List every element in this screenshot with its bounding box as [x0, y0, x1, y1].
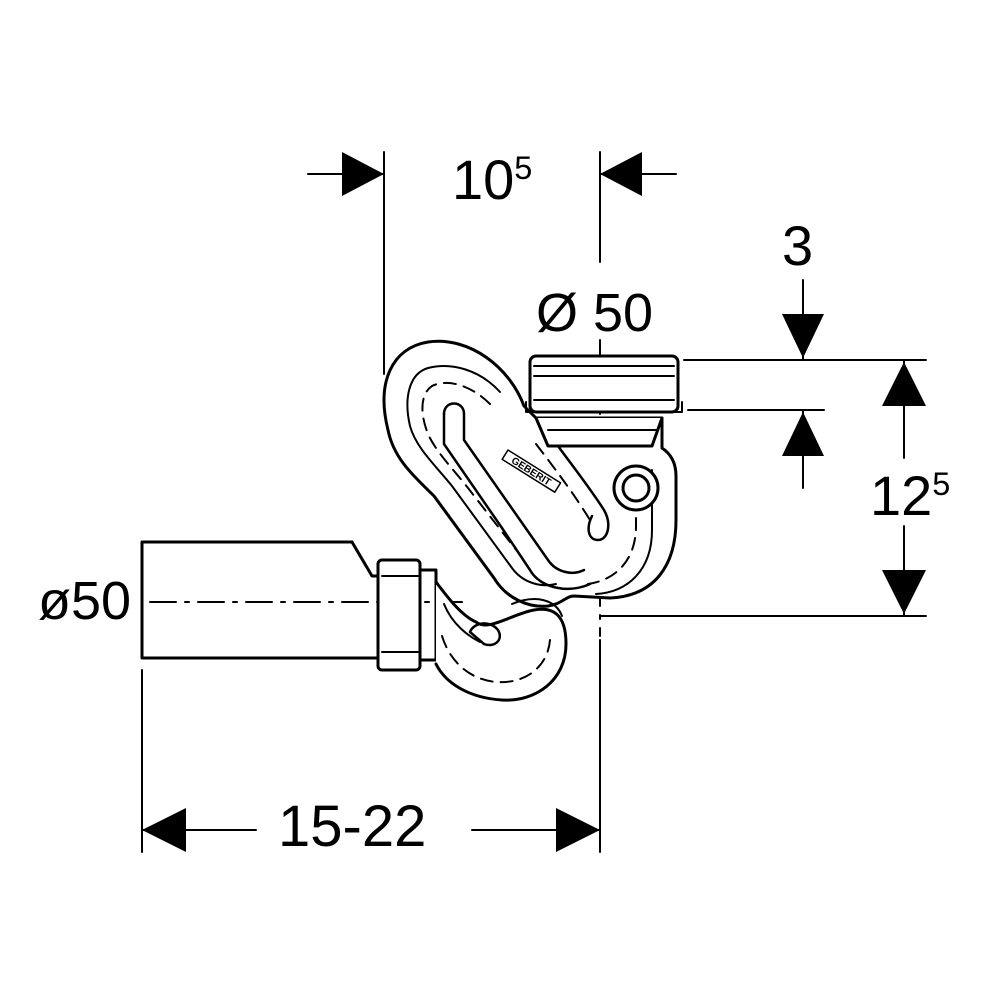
arrow-3-up — [782, 412, 824, 456]
right-height-sup: 5 — [932, 465, 951, 502]
extension-lines — [141, 151, 927, 853]
dimension-label-outlet-diameter: Ø 50 — [536, 283, 654, 343]
arrow-top-right — [600, 152, 642, 196]
inlet-pipe — [140, 540, 382, 660]
arrow-top-left — [342, 152, 384, 196]
top-width-base: 10 — [452, 148, 515, 211]
siphon-lower-bend — [434, 580, 568, 702]
arrow-right-up — [882, 362, 926, 406]
coupling-nut — [376, 558, 438, 672]
dimension-label-bottom-width: 15-22 — [278, 794, 427, 859]
arrow-right-down — [882, 570, 926, 614]
dimension-label-top-offset: 3 — [782, 214, 814, 277]
dimension-label-top-width: 105 — [452, 152, 532, 208]
arrowheads — [142, 152, 926, 852]
right-height-base: 12 — [870, 464, 933, 527]
arrow-bottom-right — [556, 808, 600, 852]
arrow-3-down — [782, 314, 824, 358]
outlet-socket — [525, 354, 683, 448]
arrow-bottom-left — [142, 808, 186, 852]
top-width-sup: 5 — [514, 149, 533, 186]
dimension-label-right-height: 125 — [870, 468, 950, 524]
dimension-label-inlet-diameter: ø50 — [38, 571, 132, 631]
